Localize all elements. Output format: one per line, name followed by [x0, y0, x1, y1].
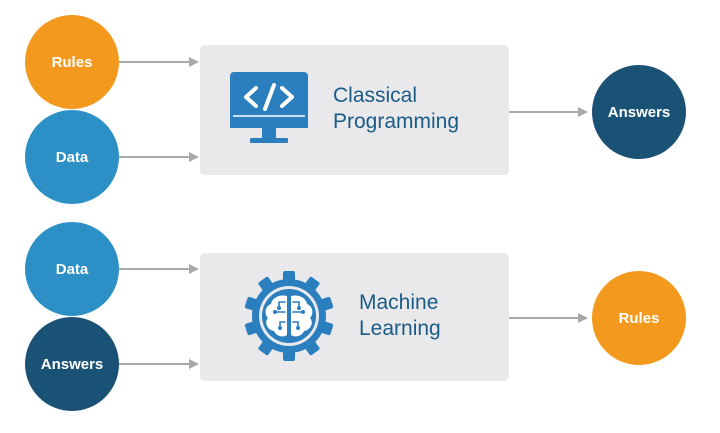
node-answers-ml-input-label: Answers: [41, 356, 104, 373]
node-answers-output: Answers: [592, 65, 686, 159]
machine-learning-box: [200, 253, 509, 381]
node-rules-input: Rules: [25, 15, 119, 109]
ml-title-line1: Machine: [359, 291, 438, 314]
code-monitor-icon: [230, 72, 308, 143]
classical-title-line1: Classical: [333, 84, 417, 107]
gear-brain-icon: [244, 271, 334, 361]
classical-programming-group: Rules Data Classical Programming: [25, 15, 686, 204]
node-data-input: Data: [25, 110, 119, 204]
classical-title-line2: Programming: [333, 110, 459, 133]
machine-learning-group: Data Answers: [25, 222, 686, 411]
node-data-ml-input: Data: [25, 222, 119, 316]
node-data-input-label: Data: [56, 149, 89, 166]
node-rules-output-label: Rules: [619, 310, 660, 327]
node-rules-input-label: Rules: [52, 54, 93, 71]
node-rules-output: Rules: [592, 271, 686, 365]
node-answers-output-label: Answers: [608, 104, 671, 121]
ml-title-line2: Learning: [359, 317, 441, 340]
node-data-ml-input-label: Data: [56, 261, 89, 278]
node-answers-ml-input: Answers: [25, 317, 119, 411]
